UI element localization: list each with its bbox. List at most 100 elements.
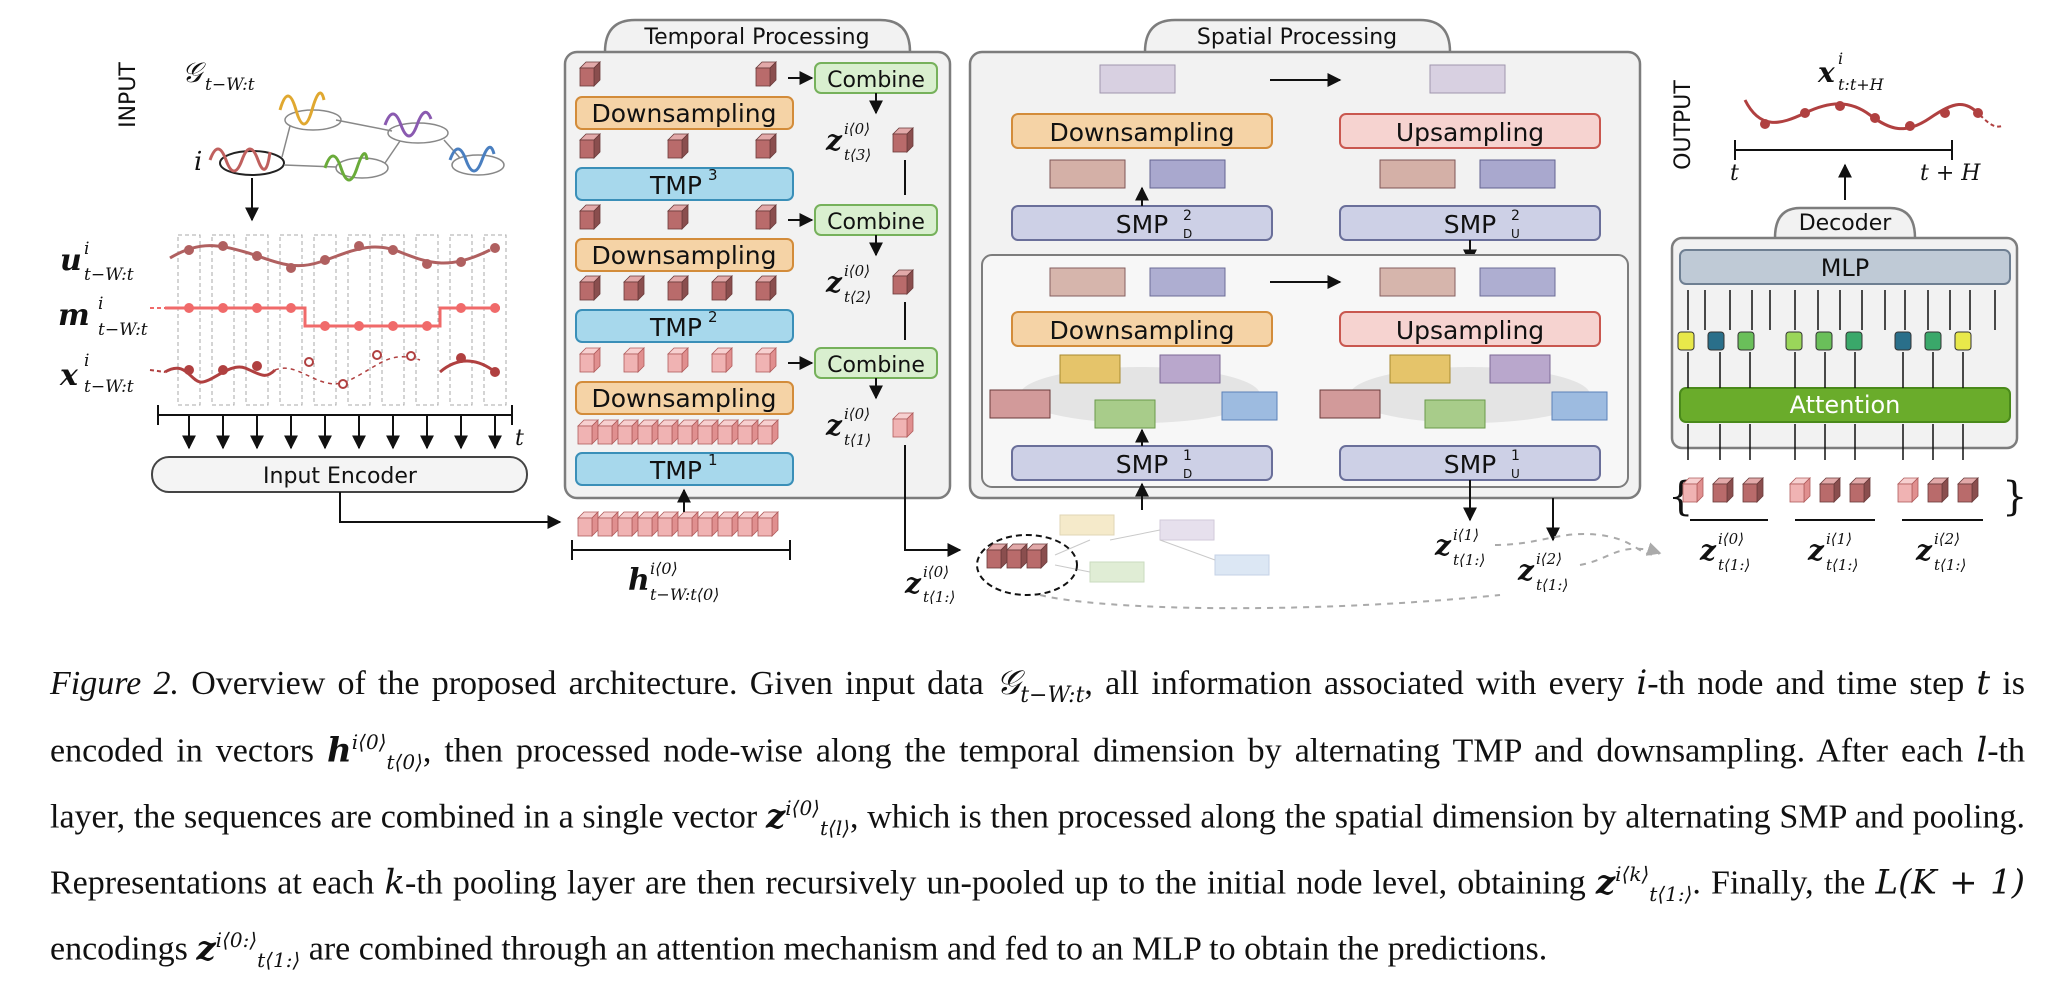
input-time-axis: t (157, 405, 524, 451)
svg-text:Downsampling: Downsampling (1049, 118, 1234, 147)
svg-text:2: 2 (1183, 208, 1192, 224)
svg-text:3: 3 (708, 166, 718, 184)
graph-nodes-left (989, 354, 1278, 429)
spatial-upsampling-2 (1339, 113, 1601, 149)
svg-text:Downsampling: Downsampling (591, 241, 776, 270)
svg-text:Downsampling: Downsampling (1049, 316, 1234, 345)
spatial-panel: Spatial Processing Downsampling Upsampli… (968, 18, 1642, 510)
output-section-label: OUTPUT (1671, 80, 1696, 170)
svg-text:1: 1 (708, 451, 718, 469)
svg-text:t⟨3⟩: t⟨3⟩ (844, 146, 871, 164)
svg-text:1: 1 (1511, 448, 1520, 464)
tmp-block-1 (575, 452, 794, 486)
svg-text:t⟨2⟩: t⟨2⟩ (844, 288, 871, 306)
figure-caption: Figure 2. Overview of the proposed archi… (50, 663, 2025, 973)
svg-text:Upsampling: Upsampling (1396, 316, 1544, 345)
graph-label-sub: t−W:t (205, 75, 255, 95)
downsampling-block-2 (575, 238, 794, 272)
temporal-title: Temporal Processing (643, 25, 869, 50)
svg-text:t−W:t: t−W:t (84, 377, 134, 397)
svg-text:U: U (1511, 227, 1520, 241)
input-encoder-label: Input Encoder (263, 464, 418, 489)
svg-text:m: m (58, 298, 90, 333)
svg-text:t: t (1730, 161, 1739, 186)
svg-text:Upsampling: Upsampling (1396, 118, 1544, 147)
svg-text:1: 1 (1183, 448, 1192, 464)
downsampling-block-3 (575, 96, 794, 130)
svg-text:Downsampling: Downsampling (591, 99, 776, 128)
svg-text:i⟨0⟩: i⟨0⟩ (844, 120, 870, 138)
svg-text:z: z (1915, 534, 1933, 567)
svg-text:z: z (1517, 554, 1535, 587)
svg-text:i⟨0⟩: i⟨0⟩ (923, 563, 949, 581)
svg-text:z: z (1807, 534, 1825, 567)
svg-text:t⟨1:⟩: t⟨1:⟩ (1934, 556, 1966, 574)
tmp-block-2 (575, 309, 794, 343)
graph-label: 𝒢 (182, 56, 206, 89)
svg-text:Combine: Combine (827, 353, 925, 378)
input-encoder-box: Input Encoder (151, 456, 528, 493)
svg-text:2: 2 (708, 308, 718, 326)
svg-text:i: i (84, 239, 89, 259)
tmp-block-3 (575, 167, 794, 201)
spatial-downsampling-2 (1011, 113, 1273, 149)
svg-text:}: } (2002, 474, 2027, 520)
spatial-upsampling-1 (1339, 311, 1601, 347)
svg-text:SMP: SMP (1116, 210, 1169, 239)
attention-weights (1687, 290, 1996, 330)
svg-text:t−W:t: t−W:t (98, 320, 148, 340)
decoder-panel: Decoder MLP Attention (1670, 206, 2019, 460)
svg-text:t⟨1:⟩: t⟨1:⟩ (1826, 556, 1858, 574)
svg-text:t⟨1:⟩: t⟨1:⟩ (1718, 556, 1750, 574)
svg-text:MLP: MLP (1821, 254, 1870, 282)
svg-text:x: x (1817, 56, 1835, 89)
attention-block (1679, 387, 2011, 423)
svg-text:D: D (1183, 227, 1192, 241)
x-series: x i t−W:t (59, 350, 500, 397)
svg-text:i: i (1838, 49, 1843, 68)
input-graph: 𝒢 t−W:t i (182, 56, 505, 182)
m-series: m i t−W:t (58, 294, 500, 340)
svg-text:z: z (1434, 529, 1452, 562)
svg-text:U: U (1511, 467, 1520, 481)
graph-nodes-right (1319, 354, 1608, 429)
svg-text:t⟨1⟩: t⟨1⟩ (844, 431, 871, 449)
decoder-title: Decoder (1799, 211, 1893, 236)
svg-text:t + H: t + H (1920, 161, 1981, 186)
svg-text:i: i (84, 351, 89, 371)
svg-text:x: x (59, 358, 79, 393)
svg-text:Combine: Combine (827, 210, 925, 235)
svg-text:t⟨1:⟩: t⟨1:⟩ (1536, 576, 1568, 594)
time-columns (177, 234, 507, 406)
caption-text: Overview of the proposed architecture. G… (178, 665, 996, 702)
caption-figure-label: Figure 2. (50, 665, 179, 702)
decoder-inputs: { } z i⟨0⟩ t⟨1:⟩ z i⟨1⟩ t⟨1:⟩ z i⟨2⟩ t⟨1… (1668, 474, 2027, 574)
svg-text:t: t (515, 426, 524, 451)
svg-text:z: z (904, 567, 922, 600)
svg-text:t:t+H: t:t+H (1838, 75, 1885, 94)
u-series: u i t−W:t (60, 239, 500, 285)
svg-text:TMP: TMP (649, 171, 702, 200)
svg-text:u: u (60, 243, 82, 278)
output-forecast: x i t:t+H t t + H (1730, 49, 2003, 200)
svg-text:z: z (825, 266, 843, 299)
svg-text:i⟨0⟩: i⟨0⟩ (650, 559, 678, 578)
mlp-block (1679, 249, 2011, 285)
h-input-vectors: h i⟨0⟩ t−W:t⟨0⟩ (571, 488, 791, 604)
svg-text:i⟨0⟩: i⟨0⟩ (844, 405, 870, 423)
svg-text:Attention: Attention (1790, 391, 1901, 419)
svg-text:h: h (628, 563, 650, 598)
svg-text:t−W:t: t−W:t (84, 265, 134, 285)
svg-text:TMP: TMP (649, 313, 702, 342)
downsampling-block-1 (575, 381, 794, 415)
svg-text:i⟨0⟩: i⟨0⟩ (844, 262, 870, 280)
svg-text:z: z (825, 409, 843, 442)
node-label: i (194, 147, 202, 177)
svg-text:t⟨1:⟩: t⟨1:⟩ (1453, 551, 1485, 569)
svg-text:i⟨1⟩: i⟨1⟩ (1453, 526, 1479, 544)
svg-text:i: i (98, 294, 103, 314)
spatial-input-nodes: z i⟨0⟩ t⟨1:⟩ (904, 514, 1501, 610)
svg-text:2: 2 (1511, 208, 1520, 224)
svg-text:i⟨0⟩: i⟨0⟩ (1718, 530, 1744, 548)
input-section-label: INPUT (116, 62, 141, 128)
